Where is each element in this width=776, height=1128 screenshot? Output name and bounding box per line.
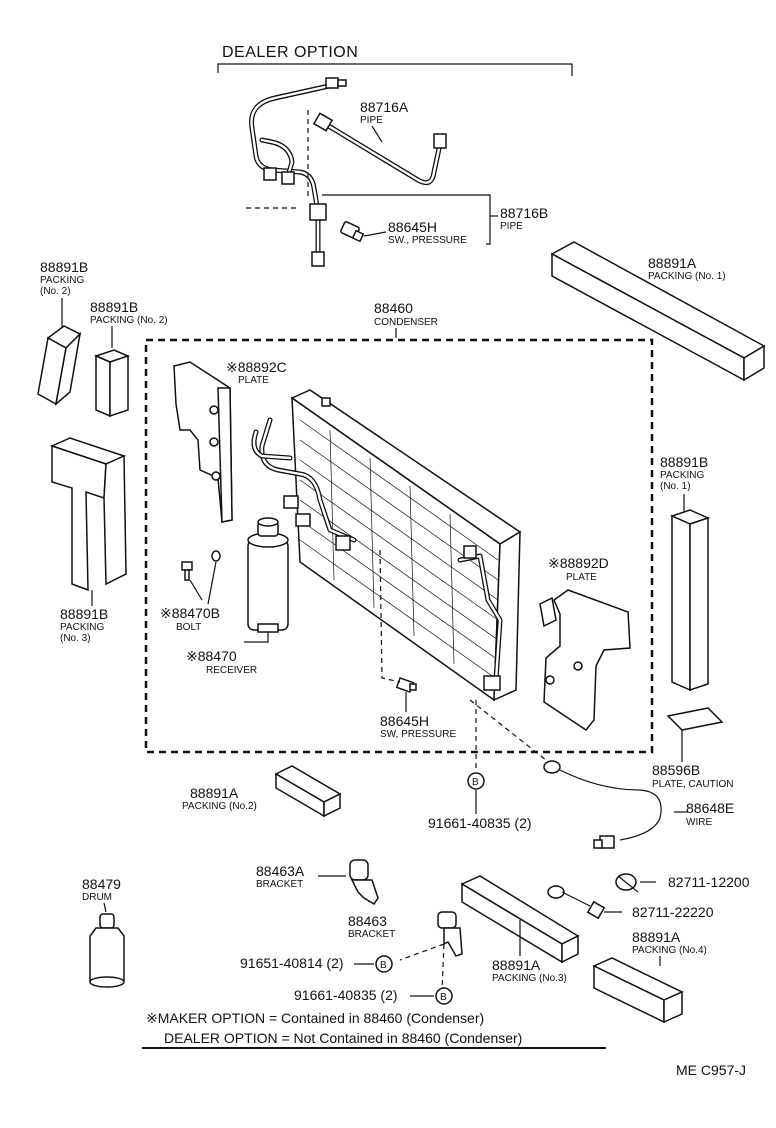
bolt-b-symbol-3 <box>435 987 453 1005</box>
legend-dealer-option: DEALER OPTION = Not Contained in 88460 (… <box>164 1030 522 1046</box>
label-88891A-no1-desc: PACKING (No. 1) <box>648 271 726 282</box>
label-88470B-desc: BOLT <box>176 622 201 633</box>
bracket-88716B <box>322 194 491 245</box>
label-88596B-pn: 88596B <box>652 762 700 778</box>
label-88479-pn: 88479 <box>82 876 121 892</box>
label-88891B-no2a-desc1: PACKING <box>40 275 84 286</box>
clamp-82711-12200-drawing <box>615 873 639 893</box>
label-88891B-no1-desc2: (No. 1) <box>660 481 691 492</box>
leader-88479 <box>103 902 107 913</box>
label-88716B-desc: PIPE <box>500 221 523 232</box>
wire-88648E-drawing <box>469 699 662 849</box>
pressure-switch-mid-drawing <box>395 676 417 694</box>
label-88479-desc: DRUM <box>82 892 112 903</box>
drum-88479-drawing <box>89 913 125 988</box>
bolt-b-symbol-2 <box>375 955 393 973</box>
bracket-dash-line <box>399 943 445 961</box>
label-88891A-no3-desc: PACKING (No.3) <box>492 973 567 984</box>
packing-88891B-no2a-drawing <box>37 325 82 406</box>
pressure-switch-top-drawing <box>340 221 365 243</box>
diagram-code: ME C957-J <box>676 1062 746 1078</box>
bolt-b-letter: B <box>472 777 479 788</box>
label-88892C-pn: ※88892C <box>226 359 287 375</box>
dealer-option-bracket <box>217 63 573 76</box>
bracket-88463-drawing <box>437 911 463 957</box>
condenser-drawing <box>251 389 522 702</box>
packing-88891A-no3-drawing <box>460 875 580 964</box>
label-91661-b-pn: 91661-40835 (2) <box>294 987 398 1003</box>
leader-88716A <box>371 125 383 143</box>
label-88463-desc: BRACKET <box>348 929 395 940</box>
label-88645H-top-desc: SW., PRESSURE <box>388 235 467 246</box>
label-88892D-pn: ※88892D <box>548 555 609 571</box>
label-88891B-no3-desc1: PACKING <box>60 622 104 633</box>
receiver-88470-drawing <box>247 517 289 633</box>
label-88891B-no1-desc1: PACKING <box>660 470 704 481</box>
label-88891A-no4-pn: 88891A <box>632 929 681 945</box>
condenser-option-box <box>144 338 654 754</box>
label-88716A-desc: PIPE <box>360 115 383 126</box>
label-88891B-no2a-desc2: (No. 2) <box>40 286 71 297</box>
label-88891A-no3-pn: 88891A <box>492 957 541 973</box>
clamp-82711-22220-drawing <box>547 885 606 920</box>
label-82711-22220-pn: 82711-22220 <box>632 904 714 920</box>
label-88645H-mid-desc: SW, PRESSURE <box>380 729 456 740</box>
label-88892D-desc: PLATE <box>566 572 597 583</box>
label-88891B-no2b-desc: PACKING (No. 2) <box>90 315 168 326</box>
label-88645H-top-pn: 88645H <box>388 219 437 235</box>
packing-88891A-no4-drawing <box>592 957 684 1024</box>
caution-plate-drawing <box>666 707 724 731</box>
label-88891A-no4-desc: PACKING (No.4) <box>632 945 707 956</box>
bolt-b-letter-3: B <box>440 992 447 1003</box>
pipe-88716B-drawing <box>248 77 347 267</box>
packing-88891B-no2b-drawing <box>93 349 131 418</box>
label-88460-desc: CONDENSER <box>374 317 438 328</box>
label-88716B-pn: 88716B <box>500 205 548 221</box>
bolt-b-letter-2: B <box>380 960 387 971</box>
label-88892C-desc: PLATE <box>238 375 269 386</box>
label-88891A-no1-pn: 88891A <box>648 255 697 271</box>
label-88463-pn: 88463 <box>348 913 387 929</box>
label-88891B-no2b-pn: 88891B <box>90 299 138 315</box>
packing-88891A-no2-drawing <box>274 765 342 818</box>
switch-dash-line <box>379 549 401 683</box>
bracket-dash-line-2 <box>441 943 445 991</box>
leader-88645H-top <box>363 231 387 237</box>
label-82711-12200-pn: 82711-12200 <box>668 874 750 890</box>
label-91661-a-pn: 91661-40835 (2) <box>428 815 532 831</box>
label-88891A-no2-pn: 88891A <box>190 785 239 801</box>
plate-88892C-drawing <box>173 361 233 523</box>
packing-88891A-no1-drawing <box>550 241 766 382</box>
label-88648E-pn: 88648E <box>686 800 734 816</box>
packing-88891B-no1-drawing <box>669 509 711 692</box>
bolt-b-symbol <box>467 772 485 790</box>
label-88470-pn: ※88470 <box>186 648 237 664</box>
label-88460-pn: 88460 <box>374 300 413 316</box>
label-88596B-desc: PLATE, CAUTION <box>652 779 734 790</box>
leader-88470 <box>244 632 269 643</box>
dealer-option-title: DEALER OPTION <box>222 44 358 61</box>
packing-88891B-no3-drawing <box>49 437 127 592</box>
leader-88470B-2 <box>207 561 217 605</box>
bracket-88463A-drawing <box>349 859 379 906</box>
label-88645H-mid-pn: 88645H <box>380 713 429 729</box>
label-88891B-no1-pn: 88891B <box>660 454 708 470</box>
label-88463A-pn: 88463A <box>256 863 305 879</box>
label-88463A-desc: BRACKET <box>256 879 303 890</box>
label-88891B-no2a-pn: 88891B <box>40 259 88 275</box>
plate-88892D-drawing <box>539 589 631 732</box>
label-88648E-desc: WIRE <box>686 817 712 828</box>
label-91651-pn: 91651-40814 (2) <box>240 955 344 971</box>
label-88891B-no3-pn: 88891B <box>60 606 108 622</box>
bolt-88470B-drawing <box>181 550 221 581</box>
label-88470B-pn: ※88470B <box>160 605 220 621</box>
leader-88470B <box>189 579 203 601</box>
label-88891A-no2-desc: PACKING (No.2) <box>182 801 257 812</box>
legend-maker-option: ※MAKER OPTION = Contained in 88460 (Cond… <box>146 1010 484 1026</box>
label-88470-desc: RECEIVER <box>206 665 257 676</box>
label-88891B-no3-desc2: (No. 3) <box>60 633 91 644</box>
label-88716A-pn: 88716A <box>360 99 409 115</box>
pipe-88716A-drawing <box>312 112 447 186</box>
